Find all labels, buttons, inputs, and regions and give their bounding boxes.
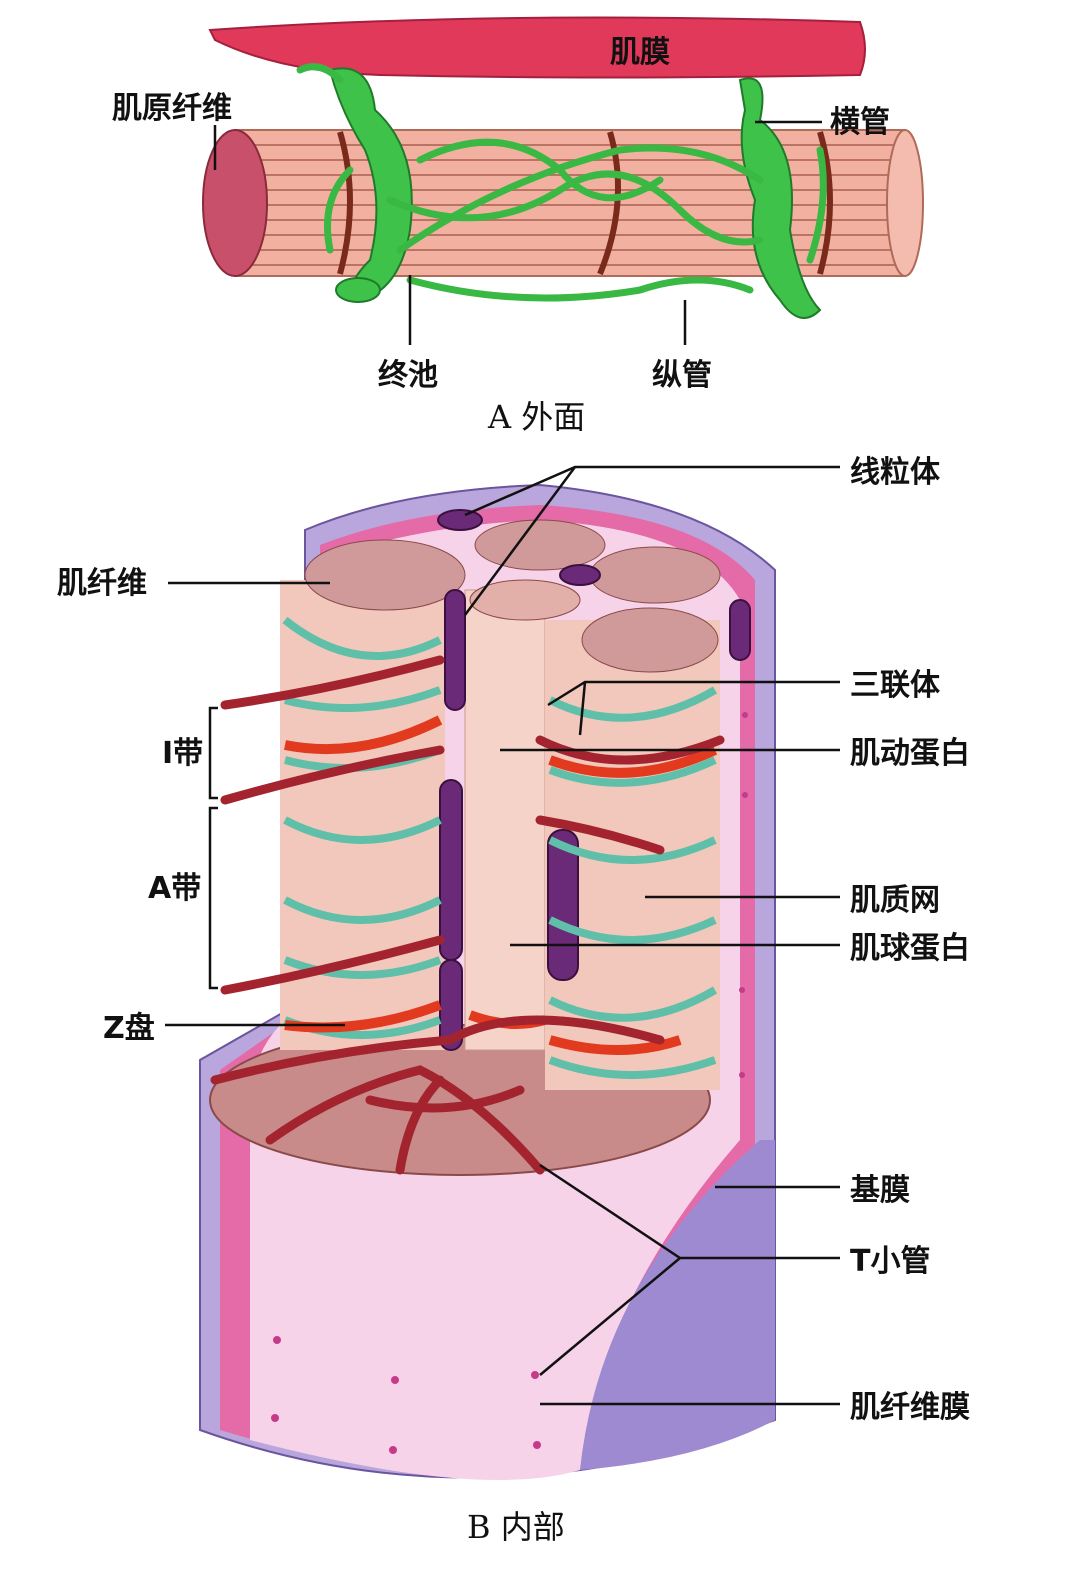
label-z-disc: Z盘: [103, 1011, 155, 1046]
z-disc-lines: [284, 715, 718, 1055]
label-terminal-cisterna: 终池: [378, 358, 438, 393]
label-sarcolemma: 肌膜: [610, 35, 670, 70]
leader-mitochondria: [463, 465, 840, 616]
label-t-tubule-a: 横管: [830, 105, 890, 140]
bracket-a-band: [208, 806, 218, 990]
t-tubules: [210, 655, 725, 1175]
label-i-band: I带: [162, 736, 203, 771]
panel-b-interior: 线粒体 肌纤维 三联体 肌动蛋白 I带 A带 肌质网 肌球蛋白 Z盘 基膜 T小…: [57, 455, 970, 1546]
label-t-tubule-b: T小管: [850, 1244, 930, 1279]
label-mitochondria: 线粒体: [850, 455, 941, 490]
leader-triad: [547, 680, 840, 736]
label-actin: 肌动蛋白: [850, 736, 970, 771]
label-triad: 三联体: [850, 668, 941, 703]
bracket-i-band: [208, 706, 218, 800]
caption-a: A 外面: [487, 398, 585, 436]
caption-b: B 内部: [467, 1508, 565, 1546]
label-myosin: 肌球蛋白: [850, 931, 970, 966]
label-a-band: A带: [148, 871, 201, 906]
label-longitudinal-tubule: 纵管: [652, 358, 712, 393]
mitochondria-illustration: [437, 509, 751, 1051]
label-basement-membrane: 基膜: [850, 1173, 910, 1208]
label-sarcoplasmic-reticulum: 肌质网: [850, 883, 940, 918]
leader-t-tubule-b: [539, 1163, 840, 1376]
panel-a-exterior: 肌膜 肌原纤维 横管 终池 纵管 A 外面: [112, 16, 924, 436]
sarcolemma-pores: [271, 712, 748, 1454]
label-sarcolemma-b: 肌纤维膜: [850, 1390, 970, 1425]
label-myofibril: 肌原纤维: [112, 91, 232, 126]
label-muscle-fiber: 肌纤维: [57, 566, 147, 601]
